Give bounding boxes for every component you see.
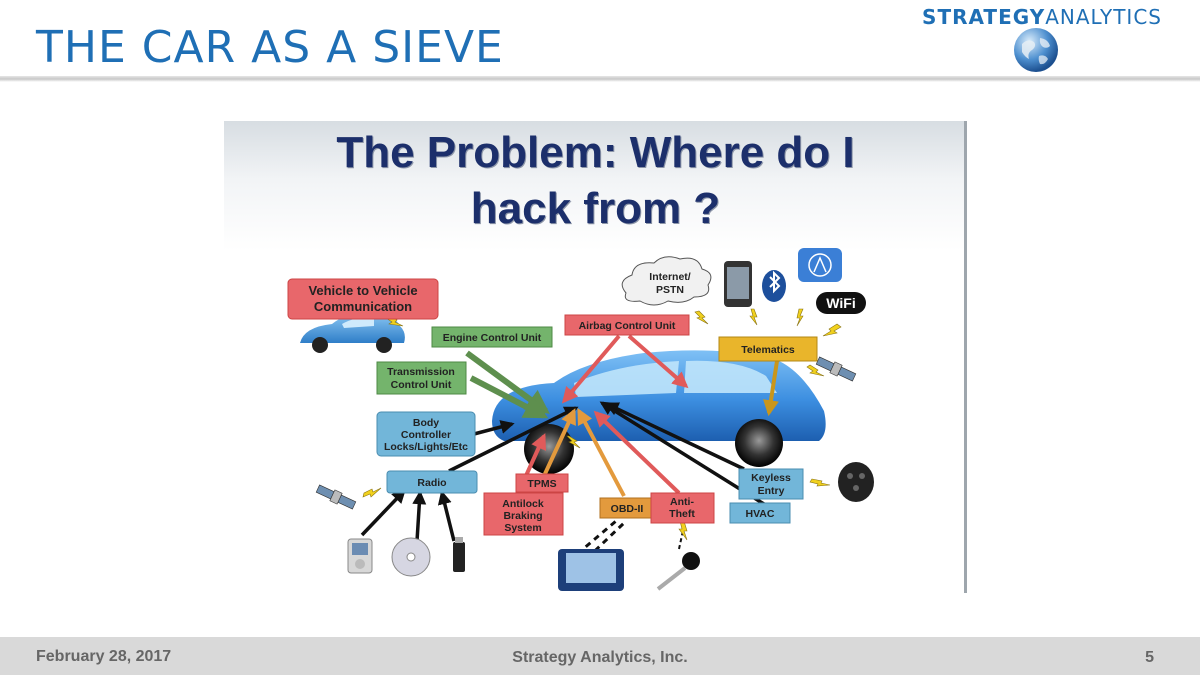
globe-icon [1014, 28, 1058, 72]
footer-bar: February 28, 2017 Strategy Analytics, In… [0, 637, 1200, 675]
panel-edge [964, 121, 967, 593]
problem-title-line2: hack from ? [470, 184, 721, 233]
problem-title-line1: The Problem: Where do I [336, 128, 855, 177]
keyless-line2: Entry [758, 485, 785, 497]
antitheft-line1: Anti- [670, 496, 694, 508]
label-telematics: Telematics [718, 336, 818, 362]
footer-page-number: 5 [1145, 649, 1154, 666]
lightning-icon [694, 310, 709, 325]
diagnostic-tool-icon [558, 549, 624, 591]
panel-gradient [224, 121, 967, 251]
hvac-label: HVAC [746, 508, 775, 520]
usb-drive-icon [453, 537, 465, 572]
satellite-icon [315, 484, 357, 510]
label-transmission-control-unit: Transmission Control Unit [376, 361, 467, 395]
antitheft-line2: Theft [669, 508, 695, 520]
engine-label: Engine Control Unit [443, 332, 542, 344]
lightning-icon [822, 323, 842, 337]
label-tpms: TPMS [515, 473, 569, 493]
lightning-icon [796, 308, 804, 327]
diagram-panel: The Problem: Where do I hack from ? [224, 121, 967, 593]
antilock-line3: System [504, 522, 541, 534]
body-line1: Body [413, 417, 439, 429]
body-line2: Controller [401, 429, 451, 441]
radio-label: Radio [417, 477, 446, 489]
wifi-icon: WiFi [816, 292, 866, 314]
header-divider [0, 76, 1200, 82]
keyless-line1: Keyless [751, 472, 791, 484]
media-player-icon [347, 538, 373, 574]
internet-label-line1: Internet/ [649, 271, 691, 283]
obd-label: OBD-II [611, 503, 644, 515]
footer-date: February 28, 2017 [36, 648, 172, 665]
cd-disc-icon [391, 537, 431, 577]
lightning-icon [566, 435, 581, 449]
satellite-icon [815, 356, 857, 382]
lightning-icon [749, 308, 758, 326]
smartphone-icon [724, 261, 752, 307]
lightning-icon [809, 478, 831, 487]
label-radio: Radio [386, 470, 478, 494]
transmission-line1: Transmission [387, 366, 455, 378]
label-obd-ii: OBD-II [599, 497, 655, 519]
antilock-line2: Braking [503, 510, 542, 522]
attack-surface-diagram: Internet/ PSTN WiFi [287, 248, 874, 591]
internet-label-line2: PSTN [656, 284, 684, 296]
transmission-line2: Control Unit [391, 379, 452, 391]
label-airbag-control-unit: Airbag Control Unit [564, 314, 690, 336]
brand-part1: STRATEGY [922, 5, 1046, 29]
bluetooth-icon [762, 270, 786, 302]
lightning-icon [806, 364, 825, 377]
label-engine-control-unit: Engine Control Unit [431, 326, 553, 348]
telematics-label: Telematics [741, 344, 795, 356]
lightning-icon [678, 520, 688, 541]
body-line3: Locks/Lights/Etc [384, 441, 468, 453]
brand-part2: ANALYTICS [1045, 5, 1162, 29]
tpms-label: TPMS [527, 478, 556, 490]
lightning-icon [362, 487, 382, 498]
v2v-line1: Vehicle to Vehicle [308, 283, 417, 298]
label-hvac: HVAC [729, 502, 791, 524]
airbag-label: Airbag Control Unit [579, 320, 676, 332]
antilock-line1: Antilock [502, 498, 544, 510]
label-antilock-braking-system: Antilock Braking System [483, 492, 564, 536]
label-body-controller: Body Controller Locks/Lights/Etc [376, 411, 476, 457]
v2v-line2: Communication [314, 299, 412, 314]
car-key-icon [656, 552, 700, 591]
app-store-icon [798, 248, 842, 282]
label-keyless-entry: Keyless Entry [738, 468, 804, 500]
label-anti-theft: Anti- Theft [650, 492, 715, 524]
arrows-layer [360, 334, 779, 568]
wifi-label: WiFi [826, 295, 855, 311]
key-fob-icon [838, 462, 874, 502]
internet-cloud: Internet/ PSTN [621, 256, 712, 306]
brand-logo-text: STRATEGYANALYTICS [922, 5, 1162, 29]
slide-title: THE CAR AS A SIEVE [36, 22, 504, 73]
problem-title: The Problem: Where do I hack from ? [224, 125, 967, 237]
label-v2v: Vehicle to Vehicle Communication [287, 278, 439, 320]
footer-company: Strategy Analytics, Inc. [512, 649, 688, 666]
